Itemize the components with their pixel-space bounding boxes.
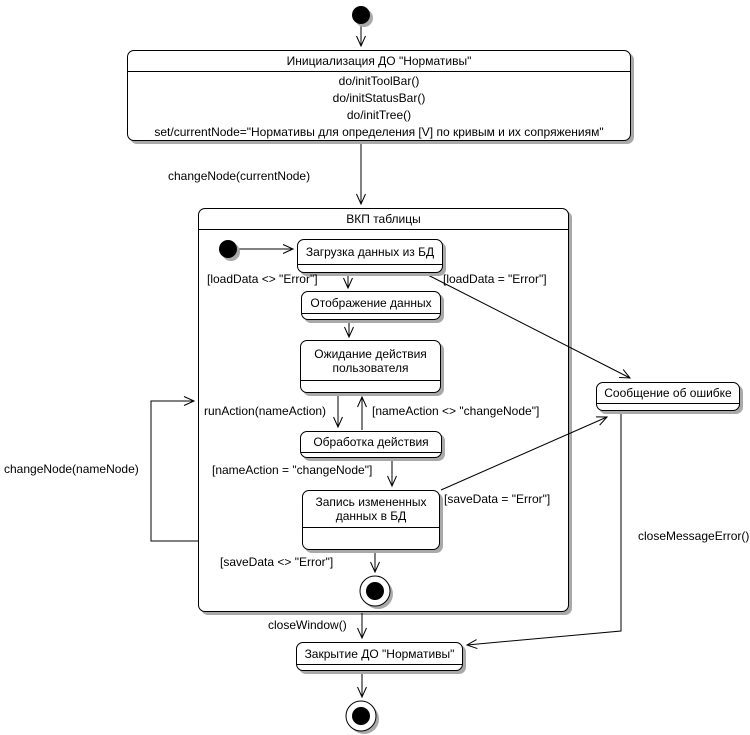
initial-state-dot: [352, 6, 370, 24]
inner-initial-state-dot: [219, 240, 237, 258]
state-save-data: Запись измененных данных в БД: [302, 490, 440, 550]
state-load-data: Загрузка данных из БД: [297, 239, 443, 273]
transition-close-message-error: [465, 412, 622, 650]
state-display-data: Отображение данных: [301, 291, 441, 320]
state-display-data-compartment: [302, 314, 440, 319]
state-init-normativy: Инициализация ДО "Нормативы" do/initTool…: [127, 50, 631, 141]
inner-final-state-dot: [366, 582, 384, 600]
state-close-compartment: [297, 665, 462, 670]
state-init-title: Инициализация ДО "Нормативы": [128, 51, 630, 72]
transition-label-run-action: runAction(nameAction): [204, 404, 327, 418]
transition-label-save-data-ok: [saveData <> "Error"]: [220, 555, 334, 569]
final-state-dot: [352, 707, 370, 725]
action-set-current-node: set/currentNode="Нормативы для определен…: [154, 125, 604, 139]
transition-label-load-data-error: [loadData = "Error"]: [443, 272, 547, 286]
transition-label-change-node-name: changeNode(nameNode): [4, 462, 139, 476]
transition-label-save-data-error: [saveData = "Error"]: [444, 492, 551, 506]
state-close-normativy: Закрытие ДО "Нормативы": [296, 642, 463, 671]
state-wait-user-action: Ожидание действия пользователя: [300, 340, 441, 393]
transition-label-name-action-not-change-node: [nameAction <> "changeNode"]: [372, 404, 540, 418]
state-wait-user-compartment: [301, 381, 440, 392]
transition-label-name-action-change-node: [nameAction = "changeNode"]: [212, 463, 373, 477]
transition-save-error: [440, 416, 609, 491]
state-init-actions: do/initToolBar() do/initStatusBar() do/i…: [128, 72, 630, 141]
state-error-message-compartment: [597, 404, 739, 410]
state-process-action: Обработка действия: [300, 431, 442, 458]
transition-label-change-node-current: changeNode(currentNode): [168, 169, 311, 183]
action-init-statusbar: do/initStatusBar(): [332, 91, 426, 105]
state-load-data-compartment: [298, 265, 442, 272]
transition-label-load-data-ok: [loadData <> "Error"]: [207, 272, 318, 286]
action-init-tree: do/initTree(): [346, 108, 412, 122]
action-init-toolbar: do/initToolBar(): [338, 74, 420, 88]
state-process-action-compartment: [301, 453, 441, 457]
transition-label-close-message-error: closeMessageError(): [638, 529, 750, 543]
transition-label-close-window: closeWindow(): [268, 618, 347, 632]
state-error-message: Сообщение об ошибке: [596, 382, 740, 411]
transition-load-error: [423, 272, 632, 379]
composite-state-title: ВКП таблицы: [199, 209, 568, 230]
transition-self-change-node: [150, 396, 198, 542]
state-save-data-compartment: [303, 528, 439, 549]
